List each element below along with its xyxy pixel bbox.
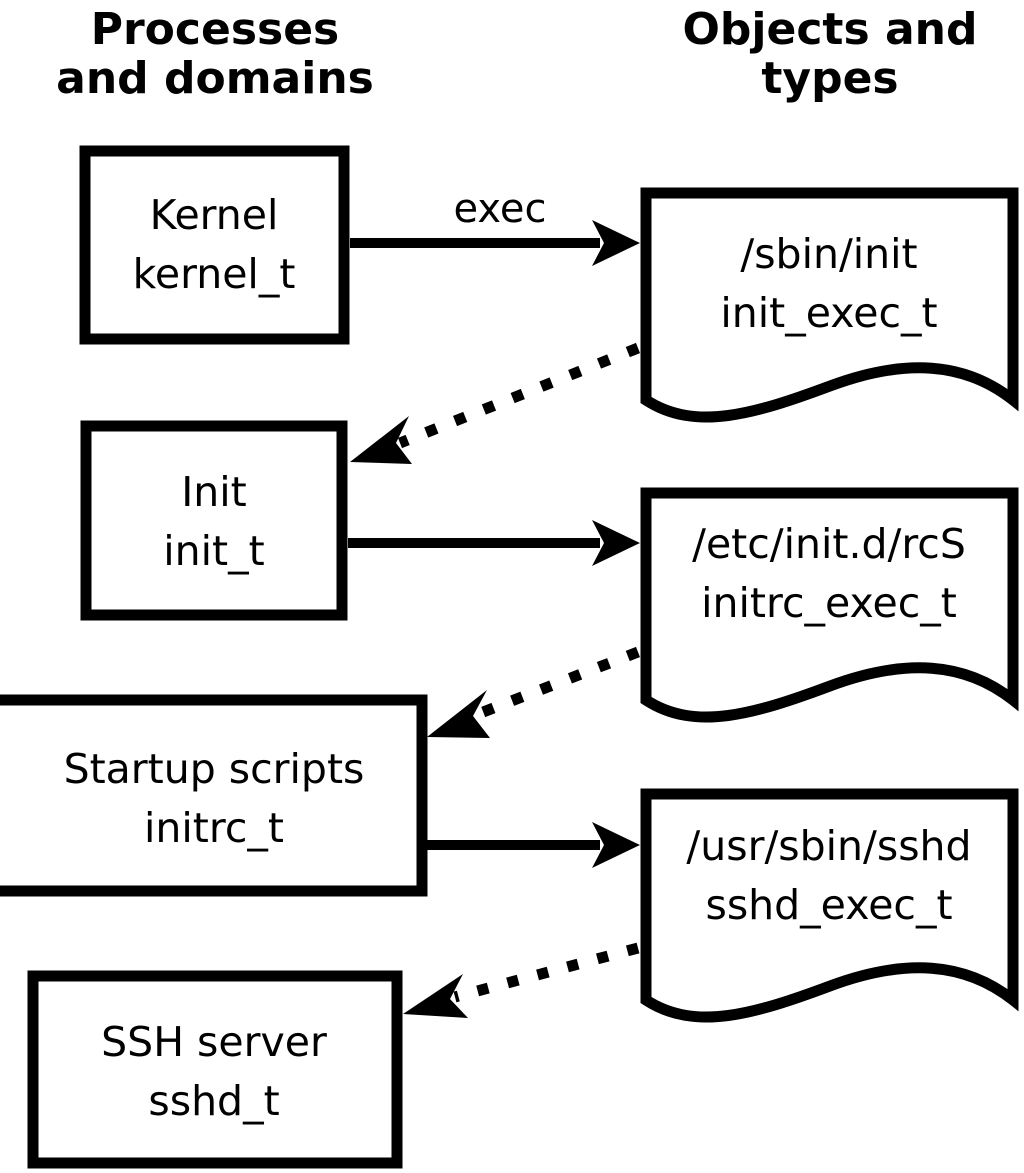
arrowhead-initrc-transition — [427, 690, 490, 738]
edge-init-exec-to-init — [350, 342, 641, 464]
node-init-box[interactable] — [80, 420, 348, 621]
edge-label-exec: exec — [454, 186, 547, 232]
node-kernel-line2: kernel_t — [133, 250, 296, 298]
node-sbin-init-line1: /sbin/init — [740, 230, 917, 278]
node-sbin-init-doc[interactable] — [640, 187, 1019, 423]
edge-init-to-rcs-exec — [348, 520, 640, 566]
node-startup-scripts-line2: initrc_t — [144, 804, 284, 852]
node-kernel-box[interactable] — [79, 145, 350, 345]
node-kernel[interactable]: Kernel kernel_t — [79, 145, 350, 345]
column-header-right-line1: Objects and — [683, 4, 978, 55]
node-etc-initd-rcs-doc[interactable] — [640, 487, 1019, 723]
node-init-line1: Init — [181, 468, 247, 516]
arrowhead-initrc-sshd — [592, 822, 640, 868]
node-usr-sbin-sshd[interactable]: /usr/sbin/sshd sshd_exec_t — [640, 788, 1019, 1023]
node-sbin-init-line2: init_exec_t — [720, 289, 937, 337]
edge-line-sshd-transition — [453, 942, 640, 1003]
column-header-right: Objects and types — [683, 4, 978, 104]
node-etc-initd-rcs-line1: /etc/init.d/rcS — [692, 520, 966, 568]
node-usr-sbin-sshd-line1: /usr/sbin/sshd — [686, 822, 971, 870]
node-sbin-init[interactable]: /sbin/init init_exec_t — [640, 187, 1019, 423]
node-etc-initd-rcs[interactable]: /etc/init.d/rcS initrc_exec_t — [640, 487, 1019, 723]
column-header-left-line2: and domains — [56, 53, 374, 104]
edge-sshd-exec-to-sshd — [403, 942, 640, 1018]
node-init[interactable]: Init init_t — [80, 420, 348, 621]
node-ssh-server-box[interactable] — [27, 970, 403, 1169]
column-header-left-line1: Processes — [91, 4, 340, 55]
node-usr-sbin-sshd-doc[interactable] — [640, 788, 1019, 1023]
node-kernel-line1: Kernel — [150, 191, 279, 239]
edge-rcs-exec-to-initrc — [427, 646, 640, 738]
column-header-left: Processes and domains — [56, 4, 374, 104]
node-startup-scripts-box[interactable] — [0, 694, 428, 897]
edge-line-init-transition — [397, 342, 641, 449]
edge-kernel-to-init-exec: exec — [350, 186, 640, 266]
edge-initrc-to-sshd-exec — [427, 822, 640, 868]
node-init-line2: init_t — [163, 527, 264, 575]
edge-line-initrc-transition — [476, 646, 640, 720]
arrowhead-init-transition — [350, 416, 412, 464]
node-ssh-server-line1: SSH server — [101, 1018, 327, 1066]
node-etc-initd-rcs-line2: initrc_exec_t — [701, 579, 957, 627]
node-ssh-server[interactable]: SSH server sshd_t — [27, 970, 403, 1169]
node-ssh-server-line2: sshd_t — [148, 1077, 279, 1125]
node-startup-scripts[interactable]: Startup scripts initrc_t — [0, 694, 428, 897]
arrowhead-sshd-transition — [403, 974, 468, 1018]
arrowhead-kernel-exec — [592, 220, 640, 266]
column-header-right-line2: types — [761, 53, 898, 104]
node-usr-sbin-sshd-line2: sshd_exec_t — [705, 881, 952, 929]
arrowhead-init-rcs — [592, 520, 640, 566]
node-startup-scripts-line1: Startup scripts — [64, 745, 365, 793]
